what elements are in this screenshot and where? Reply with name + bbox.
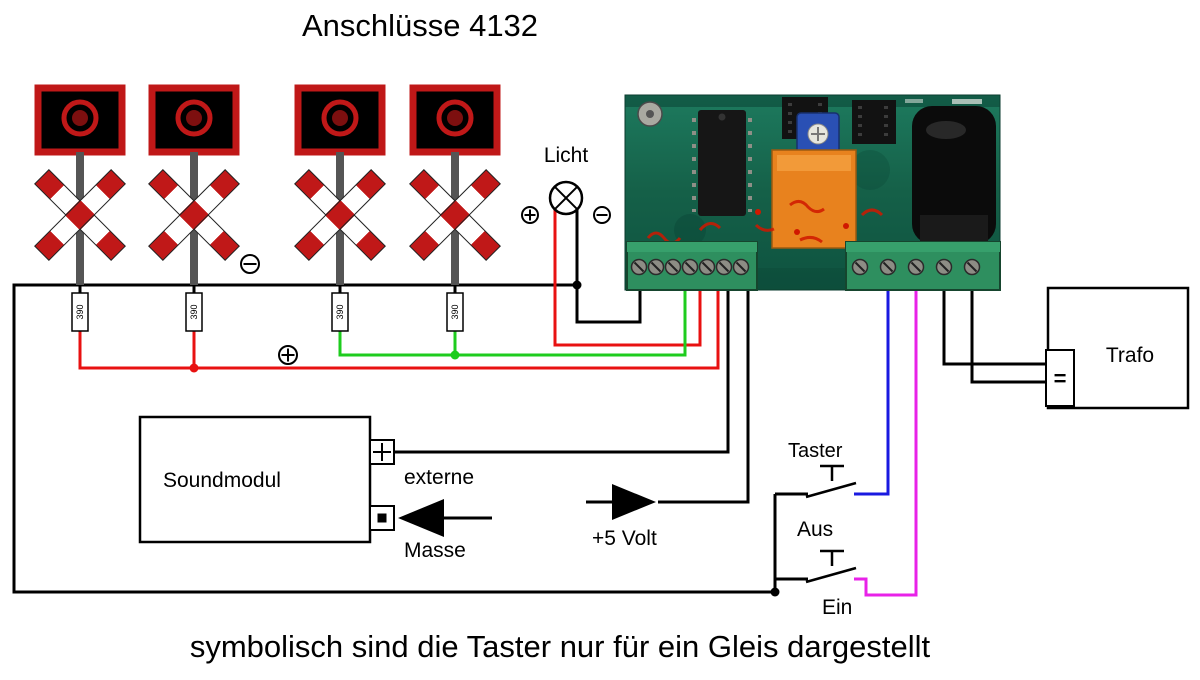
trafo-dc-terminal	[1045, 349, 1075, 407]
masse-label: Masse	[404, 539, 466, 562]
resistor-value: 390	[189, 304, 199, 319]
wire-common-ground-loop	[12, 283, 775, 594]
junction-dot-minus-bus	[572, 280, 582, 290]
lamp-icon	[548, 180, 584, 216]
junction-dot-green	[450, 350, 460, 360]
externe-label: externe	[404, 466, 474, 489]
plus-circle-icon	[278, 345, 298, 365]
pcb-screw-icon	[637, 101, 663, 127]
switch-ein-icon	[805, 549, 857, 584]
resistor-2: 390	[185, 292, 203, 332]
resistor-value: 390	[450, 304, 460, 319]
taster-label: Taster	[788, 440, 843, 462]
junction-dot-ground	[770, 587, 780, 597]
junction-dot-red	[189, 363, 199, 373]
crossing-signal-2	[149, 88, 240, 285]
wire-externe	[394, 288, 730, 454]
lamp-plus-icon	[521, 206, 539, 224]
wire-trafo-2	[970, 288, 1046, 384]
resistor-body	[446, 292, 464, 332]
soundmodul-label: Soundmodul	[163, 469, 281, 492]
resistor-value: 390	[75, 304, 85, 319]
diagram-caption: symbolisch sind die Taster nur für ein G…	[190, 629, 931, 664]
pcb-trimmer-pot	[796, 112, 840, 156]
lamp-minus-icon	[593, 206, 611, 224]
trafo-label: Trafo	[1106, 344, 1154, 367]
wire-ein-magenta	[854, 288, 918, 597]
wire-trafo-1	[942, 288, 1046, 366]
masse-arrow-icon	[398, 499, 444, 537]
pcb-transformer	[912, 106, 996, 245]
aus-label: Aus	[797, 518, 833, 541]
pcb-relay	[771, 149, 857, 249]
minus-circle-icon	[240, 254, 260, 274]
pcb-terminal-block-right	[845, 241, 1001, 291]
ein-label: Ein	[822, 596, 852, 619]
masse-connector-icon	[369, 505, 395, 531]
plus5v-label: +5 Volt	[592, 527, 657, 550]
resistor-3: 390	[331, 292, 349, 332]
wire-5v	[658, 288, 750, 504]
resistor-body	[185, 292, 203, 332]
externe-connector-icon	[369, 439, 395, 465]
pcb-terminal-block-left	[626, 241, 758, 291]
crossing-signal-3	[295, 88, 386, 285]
switch-aus-icon	[805, 464, 857, 499]
trafo-dc-symbol: =	[1054, 366, 1067, 391]
pcb-socket-2	[852, 100, 896, 144]
soundmodul-box: Soundmodul	[138, 415, 372, 544]
wire-lamp-minus	[575, 209, 642, 324]
trafo-box: Trafo =	[1045, 286, 1190, 410]
wire-signal-green	[338, 288, 687, 357]
pcb-ic-chip	[692, 110, 752, 216]
resistor-body	[71, 292, 89, 332]
resistor-4: 390	[446, 292, 464, 332]
resistor-value: 390	[335, 304, 345, 319]
wire-aus-blue	[854, 288, 890, 496]
wire-signal-plus-red	[78, 288, 720, 370]
plus5v-arrow-icon	[612, 484, 656, 520]
crossing-signal-4	[410, 88, 501, 285]
licht-label: Licht	[544, 144, 589, 167]
pcb-module	[624, 94, 1001, 291]
resistor-1: 390	[71, 292, 89, 332]
diagram-title: Anschlüsse 4132	[302, 8, 538, 43]
resistor-body	[331, 292, 349, 332]
wire-lamp-plus-red	[553, 209, 702, 347]
crossing-signal-1	[35, 88, 126, 285]
